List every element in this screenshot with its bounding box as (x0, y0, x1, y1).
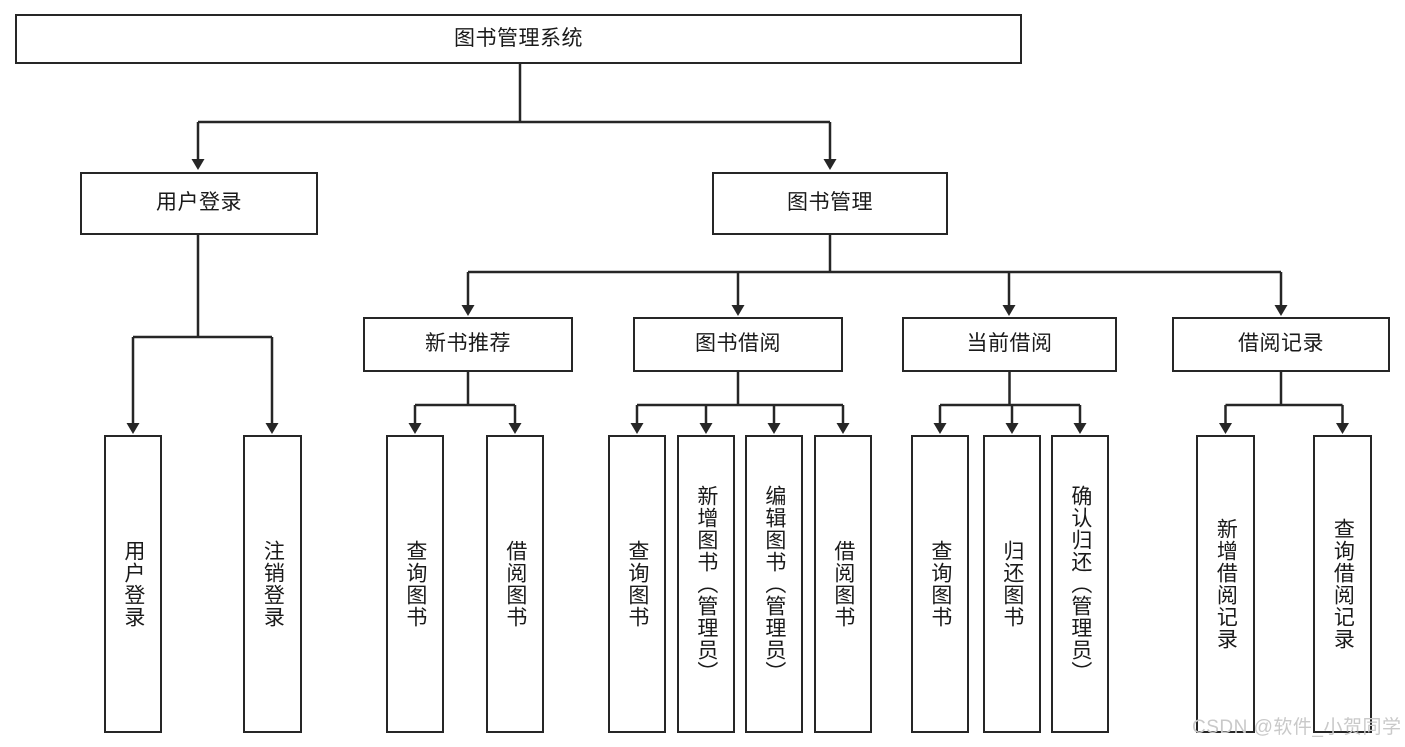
node-leaf-logout-label: 注销登录 (261, 540, 285, 628)
node-leaf-add-book-label: 新增图书（管理员） (694, 485, 718, 683)
node-leaf-add-record[interactable]: 新增借阅记录 (1196, 435, 1255, 733)
node-leaf-query-book-1-label: 查询图书 (403, 540, 427, 628)
node-new-book-rec-label: 新书推荐 (425, 332, 511, 356)
node-leaf-query-book-3-label: 查询图书 (928, 540, 952, 628)
node-leaf-logout[interactable]: 注销登录 (243, 435, 302, 733)
node-leaf-borrow-book-2[interactable]: 借阅图书 (814, 435, 872, 733)
node-leaf-add-book[interactable]: 新增图书（管理员） (677, 435, 735, 733)
node-leaf-edit-book[interactable]: 编辑图书（管理员） (745, 435, 803, 733)
node-leaf-query-book-1[interactable]: 查询图书 (386, 435, 444, 733)
node-book-borrow-label: 图书借阅 (695, 332, 781, 356)
node-new-book-rec[interactable]: 新书推荐 (363, 317, 573, 372)
node-user-login[interactable]: 用户登录 (80, 172, 318, 235)
node-leaf-query-record-label: 查询借阅记录 (1331, 518, 1355, 650)
node-leaf-query-book-2-label: 查询图书 (625, 540, 649, 628)
node-book-manage[interactable]: 图书管理 (712, 172, 948, 235)
node-current-borrow[interactable]: 当前借阅 (902, 317, 1117, 372)
node-leaf-borrow-book-1[interactable]: 借阅图书 (486, 435, 544, 733)
node-leaf-confirm-return[interactable]: 确认归还（管理员） (1051, 435, 1109, 733)
node-borrow-record-label: 借阅记录 (1238, 332, 1324, 356)
node-leaf-edit-book-label: 编辑图书（管理员） (762, 485, 786, 683)
node-root[interactable]: 图书管理系统 (15, 14, 1022, 64)
node-leaf-borrow-book-2-label: 借阅图书 (831, 540, 855, 628)
csdn-watermark: CSDN @软件_小贺同学 (1192, 717, 1402, 738)
node-leaf-query-book-3[interactable]: 查询图书 (911, 435, 969, 733)
node-book-borrow[interactable]: 图书借阅 (633, 317, 843, 372)
node-leaf-return-book[interactable]: 归还图书 (983, 435, 1041, 733)
node-user-login-label: 用户登录 (156, 191, 242, 215)
node-leaf-user-login-label: 用户登录 (121, 540, 145, 628)
node-leaf-user-login[interactable]: 用户登录 (104, 435, 162, 733)
node-leaf-query-book-2[interactable]: 查询图书 (608, 435, 666, 733)
node-leaf-borrow-book-1-label: 借阅图书 (503, 540, 527, 628)
node-leaf-query-record[interactable]: 查询借阅记录 (1313, 435, 1372, 733)
node-leaf-return-book-label: 归还图书 (1000, 540, 1024, 628)
node-leaf-add-record-label: 新增借阅记录 (1214, 518, 1238, 650)
node-root-label: 图书管理系统 (454, 26, 583, 50)
node-borrow-record[interactable]: 借阅记录 (1172, 317, 1390, 372)
node-current-borrow-label: 当前借阅 (966, 332, 1053, 356)
node-book-manage-label: 图书管理 (787, 191, 873, 215)
node-leaf-confirm-return-label: 确认归还（管理员） (1068, 485, 1092, 683)
